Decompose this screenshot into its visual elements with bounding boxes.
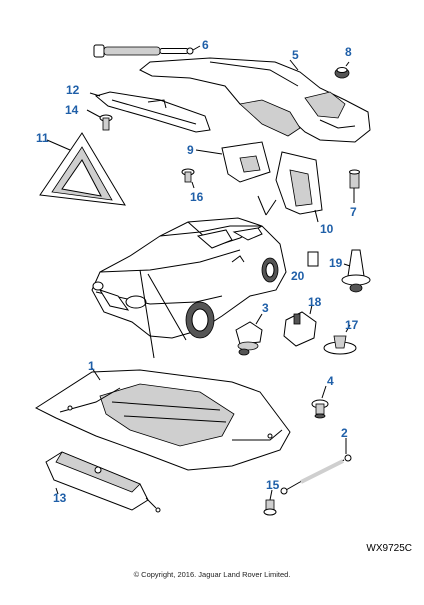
callout-7: 7 [350, 205, 357, 219]
gas-strut-bonnet [93, 44, 201, 58]
tool-bag [45, 451, 161, 513]
clip-plug [334, 61, 350, 79]
mounting-plate [195, 141, 271, 183]
callout-5: 5 [292, 48, 299, 62]
callout-20: 20 [291, 269, 305, 283]
insulation-panel [139, 57, 371, 143]
callout-17: 17 [345, 318, 359, 332]
callout-10: 10 [320, 222, 334, 236]
label-sticker [307, 251, 319, 267]
callout-1: 1 [88, 359, 95, 373]
warning-triangle [39, 132, 126, 206]
callout-6: 6 [202, 38, 209, 52]
callout-3: 3 [262, 301, 269, 315]
support-bracket [89, 91, 211, 133]
callout-18: 18 [308, 295, 322, 309]
screw-small [181, 168, 195, 189]
screw-bolt [263, 489, 277, 516]
callout-19: 19 [329, 256, 343, 270]
callout-15: 15 [266, 478, 280, 492]
push-clip [341, 249, 371, 293]
engine-undertray [34, 367, 291, 471]
screw-fastener [86, 109, 113, 131]
callout-12: 12 [66, 83, 80, 97]
gas-strut [280, 438, 352, 495]
diagram-reference-code: WX9725C [366, 543, 412, 554]
callout-9: 9 [187, 143, 194, 157]
fastener-clip [311, 385, 329, 419]
grommet [323, 324, 357, 355]
plug-button [235, 313, 263, 356]
callout-11: 11 [36, 131, 49, 145]
trim-cover [257, 151, 323, 223]
callout-13: 13 [53, 491, 67, 505]
stud-fastener [349, 169, 360, 203]
vehicle-jaguar-xtype [91, 217, 287, 359]
clip-assembly [283, 304, 317, 347]
copyright-notice: © Copyright, 2016. Jaguar Land Rover Lim… [133, 570, 291, 579]
callout-2: 2 [341, 426, 348, 440]
callout-14: 14 [65, 103, 79, 117]
callout-4: 4 [327, 374, 334, 388]
callout-8: 8 [345, 45, 352, 59]
callout-16: 16 [190, 190, 204, 204]
